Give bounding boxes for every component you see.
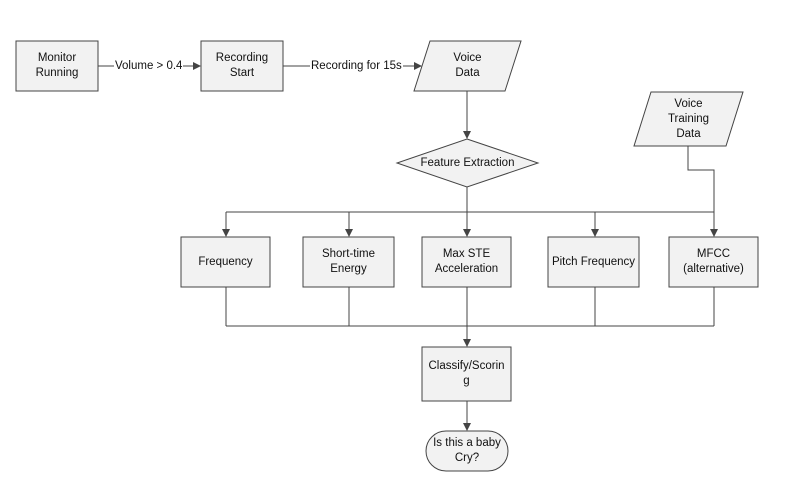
edge-voice-training-to-mfcc (687, 146, 715, 212)
pitch-frequency-label: Pitch Frequency (551, 255, 636, 268)
mfcc-box (668, 236, 759, 288)
frequency-label: Frequency (198, 255, 253, 268)
mfcc-label: MFCC(alternative) (683, 248, 744, 275)
voice-data-shape (413, 40, 522, 92)
classify-scoring-box (421, 346, 512, 402)
baby-cry-decision-terminal (425, 430, 509, 472)
edge-label-volume: Volume > 0.4 (114, 59, 184, 73)
voice-training-data-shape (633, 91, 744, 147)
edge-label-recording-duration: Recording for 15s (310, 59, 403, 73)
pitch-frequency-box (547, 236, 640, 288)
monitor-running-box (15, 40, 99, 92)
recording-start-box (200, 40, 284, 92)
feature-extraction-label: Feature Extraction (420, 156, 515, 169)
